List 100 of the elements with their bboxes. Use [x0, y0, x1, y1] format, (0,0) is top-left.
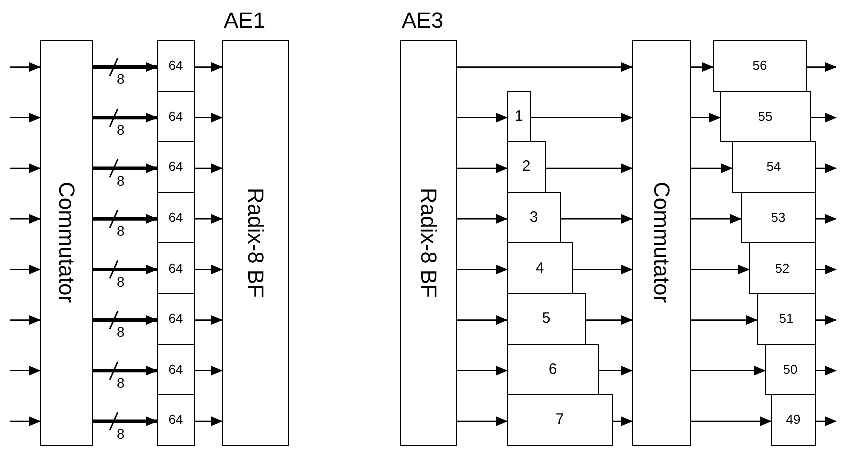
arrow	[10, 164, 41, 174]
arrow	[456, 264, 508, 275]
arrow	[92, 315, 158, 326]
register-label: 7	[556, 412, 564, 428]
register-label: 64	[168, 312, 184, 326]
register-label: 51	[779, 312, 794, 326]
arrow	[92, 112, 158, 123]
arrow	[10, 62, 41, 72]
arrow	[92, 214, 158, 224]
register-label: 54	[766, 160, 782, 174]
block-title: AE1	[224, 10, 266, 32]
register-box	[720, 90, 811, 142]
block-label: Commutator	[650, 182, 672, 304]
register-box	[507, 344, 599, 396]
register-label: 6	[548, 362, 558, 377]
register-box	[507, 141, 546, 193]
arrow	[690, 62, 714, 72]
register-label: 49	[786, 413, 801, 426]
arrow	[194, 416, 223, 426]
block-box	[632, 40, 691, 446]
register-label: 2	[522, 159, 531, 174]
block-box	[400, 40, 457, 446]
arrow	[585, 315, 633, 326]
register-box	[157, 192, 195, 244]
arrow	[10, 315, 41, 326]
arrow	[456, 416, 508, 426]
block-box	[222, 40, 289, 446]
arrow	[10, 366, 41, 376]
arrow	[10, 112, 41, 123]
register-box	[507, 242, 573, 294]
arrow	[456, 214, 508, 224]
arrow	[194, 366, 223, 376]
edge-label: 8	[117, 174, 125, 188]
arrow	[92, 264, 158, 275]
arrow	[806, 62, 837, 72]
register-box	[757, 293, 816, 345]
arrow	[815, 366, 837, 376]
edge-label: 8	[117, 122, 125, 137]
edge-label: 8	[117, 274, 125, 289]
register-label: 4	[536, 260, 544, 276]
block-label: Commutator	[56, 182, 78, 304]
register-label: 64	[168, 262, 184, 275]
register-label: 3	[530, 210, 538, 226]
arrow	[690, 112, 721, 123]
block-label: Radix-8 BF	[244, 188, 266, 298]
arrow	[815, 264, 837, 275]
arrow	[194, 214, 223, 224]
arrow	[92, 366, 158, 376]
arrow	[815, 416, 837, 426]
edge-label: 8	[117, 224, 125, 238]
register-box	[157, 90, 195, 142]
arrow	[572, 264, 633, 275]
block-title: AE3	[402, 10, 444, 32]
register-label: 52	[775, 262, 790, 275]
register-box	[157, 40, 195, 92]
arrow	[815, 164, 837, 174]
arrow	[690, 264, 750, 275]
arrow	[815, 315, 837, 326]
register-box	[741, 192, 816, 244]
arrow	[560, 214, 633, 224]
arrow	[530, 112, 633, 123]
register-box	[157, 344, 195, 396]
arrow	[456, 315, 508, 326]
arrow	[194, 112, 223, 123]
arrow	[815, 214, 837, 224]
register-label: 56	[752, 59, 768, 72]
arrow	[10, 214, 41, 224]
register-box	[507, 90, 531, 142]
arrow	[194, 264, 223, 275]
block-box	[40, 40, 93, 446]
register-label: 64	[168, 211, 184, 224]
arrow	[92, 62, 158, 72]
arrow	[690, 315, 758, 326]
arrow	[810, 112, 837, 123]
edge-label: 8	[117, 426, 125, 440]
arrow	[690, 164, 733, 174]
register-label: 5	[542, 311, 551, 326]
register-label: 64	[168, 110, 184, 123]
arrow	[456, 112, 508, 123]
arrow	[10, 264, 41, 275]
arrow	[194, 62, 223, 72]
block-label: Radix-8 BF	[418, 188, 440, 298]
register-label: 1	[514, 108, 524, 124]
register-box	[713, 40, 807, 92]
register-box	[749, 242, 816, 294]
register-box	[157, 394, 195, 446]
arrow	[194, 315, 223, 326]
register-label: 53	[771, 211, 786, 224]
arrow	[690, 366, 766, 376]
edge-label: 8	[117, 72, 125, 86]
register-label: 55	[758, 110, 773, 123]
arrow	[10, 416, 41, 426]
register-box	[507, 192, 561, 244]
arrow	[690, 416, 772, 426]
edge-label: 8	[117, 325, 125, 340]
register-label: 50	[783, 362, 798, 376]
arrow	[545, 164, 633, 174]
register-label: 64	[168, 362, 184, 376]
register-box	[157, 293, 195, 345]
arrow	[612, 416, 633, 426]
